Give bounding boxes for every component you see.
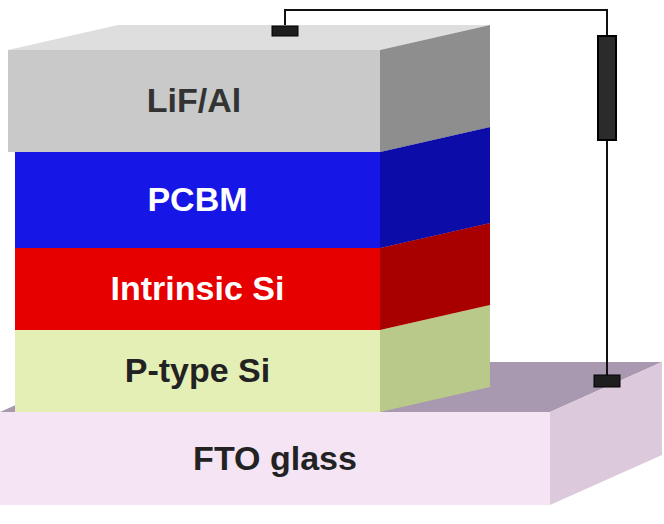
side-face	[380, 25, 490, 152]
layer-block	[8, 25, 490, 152]
layer-label: FTO glass	[193, 440, 357, 477]
electrode-layer: LiF/Al	[8, 25, 490, 152]
top-contact	[272, 26, 298, 36]
layer-label: P-type Si	[125, 352, 270, 389]
layer-label: Intrinsic Si	[111, 270, 285, 307]
layer-label: PCBM	[147, 181, 247, 218]
front-face	[15, 330, 380, 412]
layer-block	[15, 127, 490, 248]
front-face	[8, 50, 380, 152]
layer-block	[0, 362, 662, 505]
wire-stub	[606, 362, 608, 378]
layer-label: LiF/Al	[147, 82, 241, 119]
substrate-layer: FTO glass	[0, 362, 662, 505]
intrinsic-layer: Intrinsic Si	[15, 223, 490, 330]
load-resistor	[598, 36, 616, 140]
side-face	[550, 362, 662, 505]
p-type-layer: P-type Si	[15, 305, 490, 412]
acceptor-layer: PCBM	[15, 127, 490, 248]
bottom-contact	[594, 375, 620, 387]
front-face	[15, 152, 380, 248]
front-face	[0, 412, 550, 505]
front-face	[15, 248, 380, 330]
